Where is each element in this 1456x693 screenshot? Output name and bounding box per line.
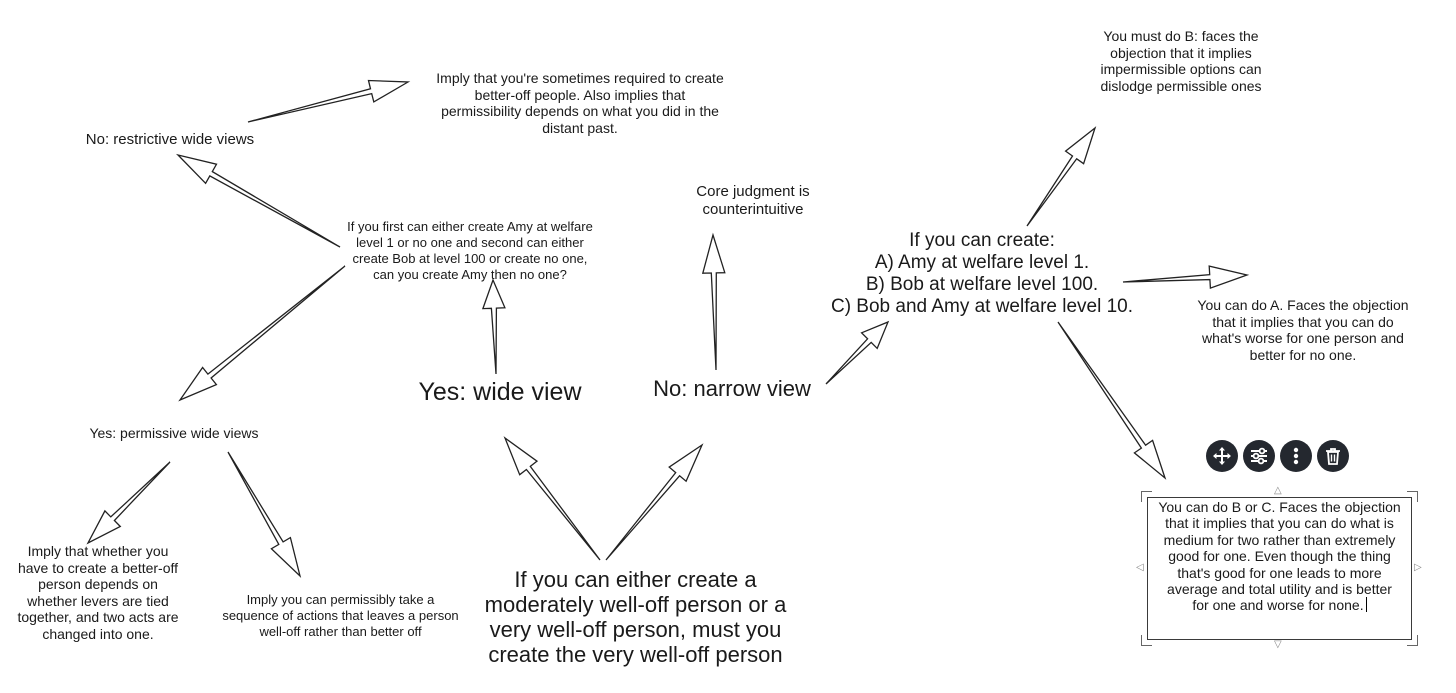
node-if-you-can-create: If you can create: A) Amy at welfare lev…	[830, 230, 1134, 317]
selected-node-can-do-bc[interactable]: You can do B or C. Faces the objection t…	[1141, 491, 1418, 646]
resize-handle-left[interactable]: ◁	[1136, 562, 1144, 573]
more-options-button[interactable]	[1280, 440, 1312, 472]
arrow-permissive-to-sequence	[227, 451, 302, 579]
sliders-icon	[1251, 447, 1267, 465]
arrow-no-narrow-to-core	[701, 232, 726, 371]
arrow-question-to-permissive	[178, 265, 346, 402]
corner-handle-bottom-left[interactable]	[1141, 635, 1152, 646]
node-permissive-wide-views: Yes: permissive wide views	[89, 425, 259, 441]
node-toolbar	[1206, 440, 1349, 472]
more-vertical-icon	[1293, 447, 1299, 465]
node-imply-required: Imply that you're sometimes required to …	[436, 70, 724, 136]
node-main-question: If you can either create a moderately we…	[484, 567, 787, 667]
node-can-do-bc-text: You can do B or C. Faces the objection t…	[1158, 499, 1401, 614]
arrow-create-to-can-do-a	[1122, 265, 1250, 290]
resize-handle-right[interactable]: ▷	[1414, 562, 1422, 573]
arrow-main-to-no-narrow	[605, 443, 704, 561]
corner-handle-bottom-right[interactable]	[1407, 635, 1418, 646]
arrow-main-to-yes-wide	[503, 436, 601, 561]
arrow-permissive-to-levers	[86, 461, 171, 545]
delete-button[interactable]	[1317, 440, 1349, 472]
arrow-create-to-can-do-bc	[1057, 321, 1167, 480]
resize-handle-bottom[interactable]: ▽	[1274, 639, 1282, 650]
arrow-create-to-must-do-b	[1026, 126, 1097, 227]
node-imply-levers: Imply that whether you have to create a …	[17, 543, 179, 642]
corner-handle-top-right[interactable]	[1407, 491, 1418, 502]
node-imply-sequence: Imply you can permissibly take a sequenc…	[222, 592, 459, 639]
node-amy-bob-question: If you first can either create Amy at we…	[347, 219, 593, 282]
corner-handle-top-left[interactable]	[1141, 491, 1152, 502]
move-icon	[1213, 447, 1231, 465]
trash-icon	[1326, 448, 1340, 465]
node-restrictive-wide-views: No: restrictive wide views	[85, 131, 255, 148]
arrow-restrictive-to-imply	[247, 79, 411, 123]
settings-button[interactable]	[1243, 440, 1275, 472]
arrow-question-to-restrictive	[175, 153, 341, 248]
move-button[interactable]	[1206, 440, 1238, 472]
node-can-do-bc[interactable]: You can do B or C. Faces the objection t…	[1148, 498, 1411, 614]
arrow-no-narrow-to-create	[825, 320, 890, 385]
node-no-narrow-view: No: narrow view	[653, 376, 811, 401]
text-cursor	[1365, 597, 1367, 613]
node-can-do-a: You can do A. Faces the objection that i…	[1197, 297, 1409, 363]
resize-handle-top[interactable]: △	[1274, 485, 1282, 496]
node-must-do-b: You must do B: faces the objection that …	[1100, 28, 1262, 94]
node-yes-wide-view: Yes: wide view	[418, 378, 582, 406]
node-core-judgment: Core judgment is counterintuitive	[696, 183, 810, 218]
arrow-yes-wide-to-question	[481, 278, 506, 375]
